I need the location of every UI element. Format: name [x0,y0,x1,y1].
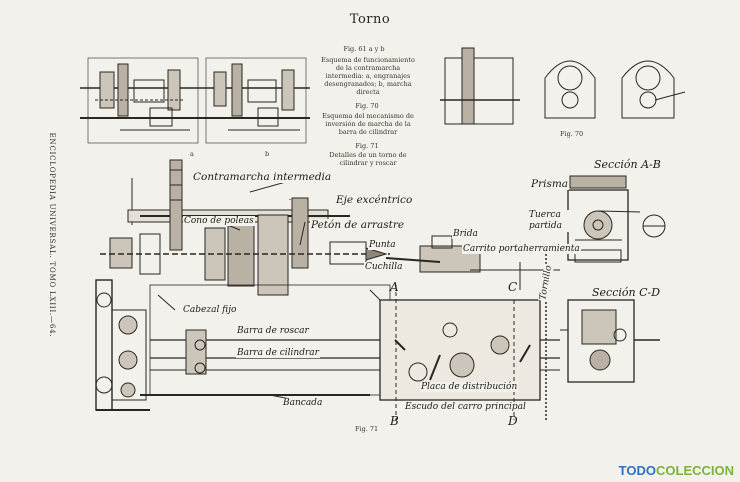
letter-a: A [390,280,399,294]
fig-71-heading: Fig. 71 [355,142,379,150]
letter-d: D [508,414,518,428]
callout-cono-poleas: Cono de poleas [183,216,255,226]
section-cd-drawing [560,299,660,383]
fig-61-caption: Esquema de funcionamiento de la contrama… [321,56,415,96]
callout-brida: Brida [452,229,479,239]
callout-barra-cilindrar: Barra de cilindrar [236,348,320,358]
callout-punta: Punta [368,240,397,250]
callout-bancada: Bancada [282,398,324,408]
callout-tuerca-partida: Tuerca partida [528,210,574,232]
fig-61-label-a: a [190,150,194,158]
fig-61a-drawing [80,57,200,144]
fig-71-label: Fig. 71 [355,425,379,433]
callout-cabezal-fijo: Cabezal fijo [182,305,238,315]
fig-71-caption: Detalles de un torno de cilindrar y rosc… [329,151,407,167]
section-cd-title: Sección C-D [592,286,661,299]
callout-prisma: Prisma [530,178,570,190]
callout-peton-arrastre: Petón de arrastre [310,219,406,231]
fig-71-lathe-drawing [95,159,560,420]
fig-70-label: Fig. 70 [560,130,584,138]
section-ab-title: Sección A-B [594,158,661,171]
callout-escudo-carro: Escudo del carro principal [404,402,527,412]
callout-cuchilla: Cuchilla [364,262,404,272]
letter-b: B [390,414,399,428]
page-title: Torno [349,12,391,27]
fig-61b-drawing [200,57,310,144]
callout-carrito: Carrito portaherramienta [462,244,581,254]
section-ab-drawing [567,175,666,263]
fig-70-drawing [440,47,686,125]
watermark-logo: TODOCOLECCION [618,463,734,478]
callout-barra-roscar: Barra de roscar [236,326,310,336]
fig-70-caption: Esquema del mecanismo de inversión de ma… [322,112,414,136]
fig-70-heading: Fig. 70 [355,102,379,110]
letter-c: C [508,280,518,294]
fig-61-label-b: b [265,150,270,158]
callout-eje-excentrico: Eje excéntrico [335,194,414,206]
fig-61-heading: Fig. 61 a y b [343,45,385,53]
callout-placa-distribucion: Placa de distribución [420,382,519,392]
callout-contramarcha: Contramarcha intermedia [192,171,333,183]
